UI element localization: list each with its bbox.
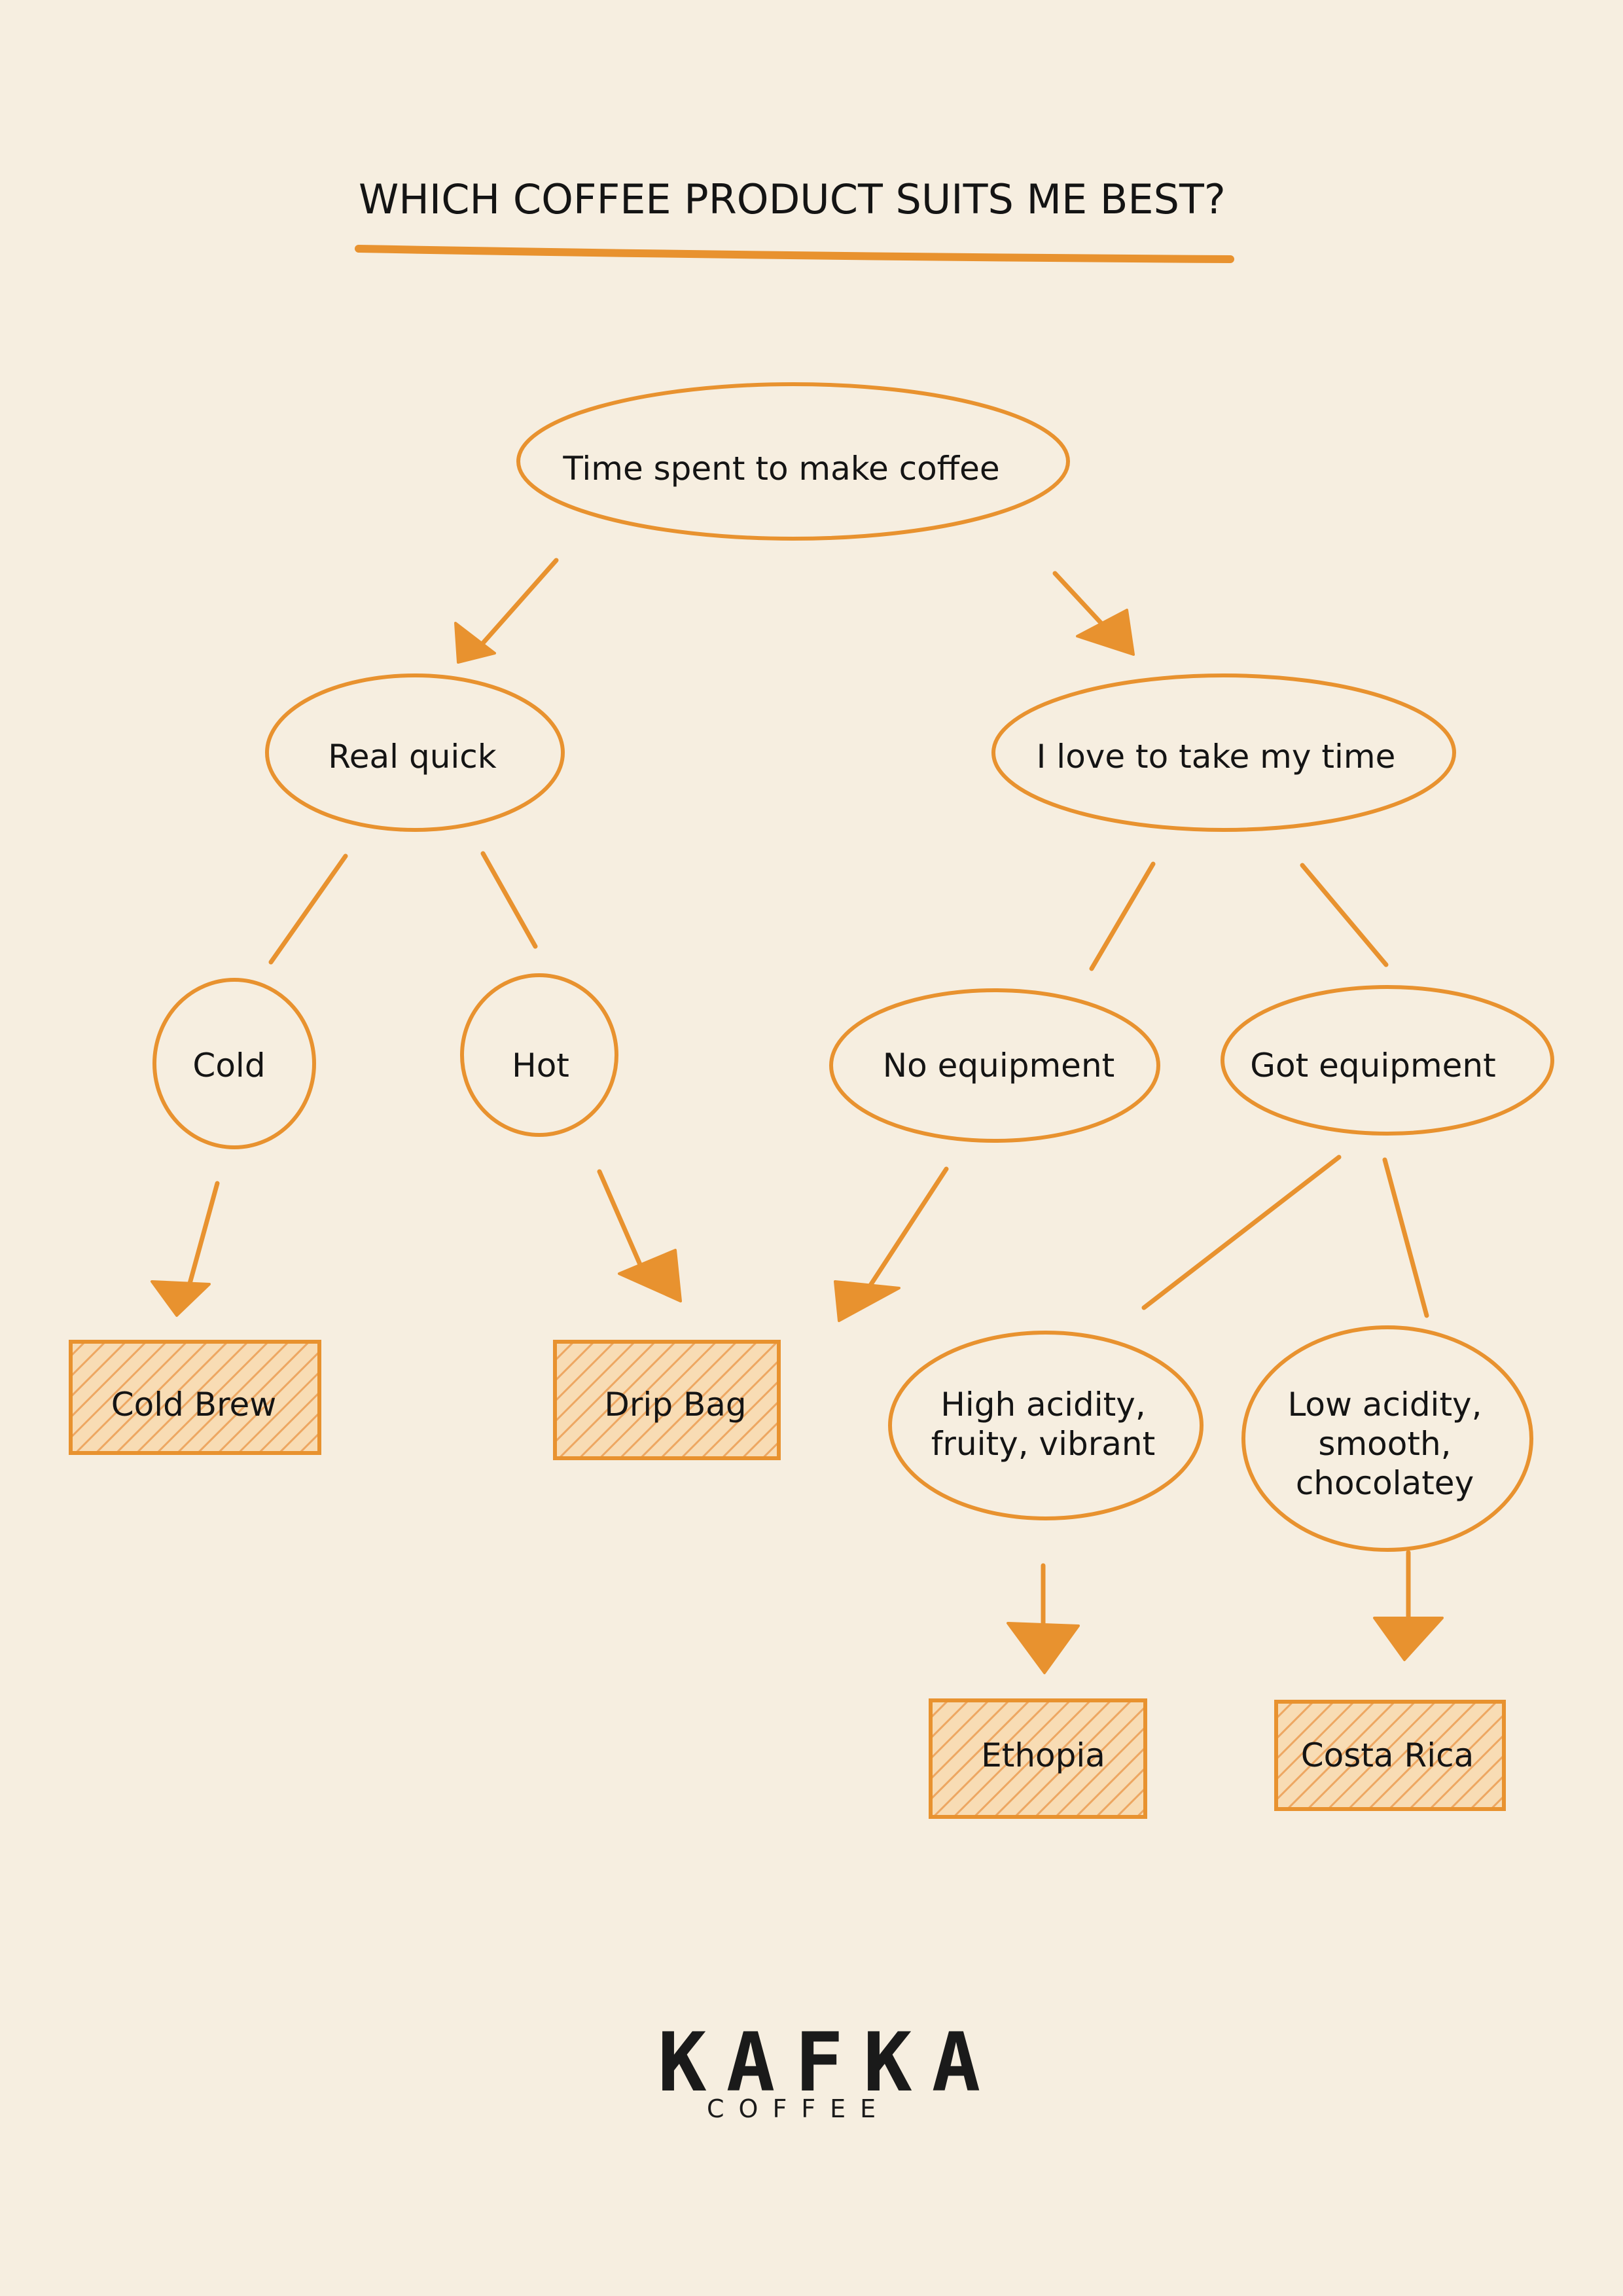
result-drip-bag-label: Drip Bag — [604, 1386, 747, 1424]
result-cold-brew-label: Cold Brew — [111, 1386, 277, 1424]
node-cold-label: Cold — [192, 1047, 266, 1085]
arrowhead-high-ethiopia — [1007, 1622, 1080, 1674]
connector-quick-hot — [480, 851, 538, 949]
result-drip-bag-box — [553, 1340, 781, 1460]
arrowhead-cold-coldbrew — [151, 1280, 211, 1317]
node-real-quick-shape — [265, 673, 565, 832]
connector-gotequip-high — [1141, 1155, 1342, 1310]
node-hot-label: Hot — [512, 1047, 569, 1085]
node-got-equipment-label: Got equipment — [1250, 1047, 1496, 1085]
arrow-root-quick — [473, 558, 559, 655]
arrow-noequip-dripbag — [860, 1166, 949, 1300]
arrowhead-root-time — [1076, 609, 1135, 656]
node-got-equipment-shape — [1221, 985, 1554, 1136]
node-cold-shape — [152, 978, 316, 1149]
node-real-quick-label: Real quick — [328, 738, 497, 776]
result-ethiopia-box — [929, 1698, 1147, 1819]
node-high-acidity-shape — [888, 1331, 1204, 1520]
node-no-equipment-label: No equipment — [882, 1047, 1115, 1085]
node-hot-shape — [460, 973, 618, 1137]
result-ethiopia-label: Ethopia — [981, 1736, 1105, 1774]
node-root-shape — [516, 382, 1070, 541]
logo-wordmark: KAFKA — [658, 2016, 1001, 2110]
node-low-acidity-label: Low acidity, smooth, chocolatey — [1287, 1386, 1482, 1502]
node-take-time-shape — [991, 673, 1456, 832]
connector-time-gotequip — [1300, 863, 1389, 967]
arrowhead-low-costarica — [1373, 1617, 1444, 1661]
node-low-acidity-shape — [1241, 1325, 1533, 1552]
page-title: WHICH COFFEE PRODUCT SUITS ME BEST? — [359, 175, 1226, 223]
node-take-time-label: I love to take my time — [1036, 738, 1396, 776]
arrowhead-noequip-dripbag — [834, 1280, 901, 1322]
connector-quick-cold — [268, 853, 348, 965]
result-costa-rica-box — [1274, 1700, 1506, 1811]
logo-subtitle: COFFEE — [707, 2094, 891, 2123]
node-high-acidity-label: High acidity, fruity, vibrant — [931, 1386, 1156, 1463]
result-costa-rica-label: Costa Rica — [1300, 1736, 1474, 1774]
connector-gotequip-low — [1382, 1157, 1429, 1318]
node-root-label: Time spent to make coffee — [563, 450, 1000, 488]
node-no-equipment-shape — [829, 988, 1160, 1143]
result-cold-brew-box — [69, 1340, 321, 1455]
arrowhead-root-quick — [454, 622, 496, 664]
title-underline — [355, 245, 1234, 263]
connector-time-noequip — [1089, 861, 1156, 971]
arrowhead-hot-dripbag — [618, 1249, 682, 1302]
